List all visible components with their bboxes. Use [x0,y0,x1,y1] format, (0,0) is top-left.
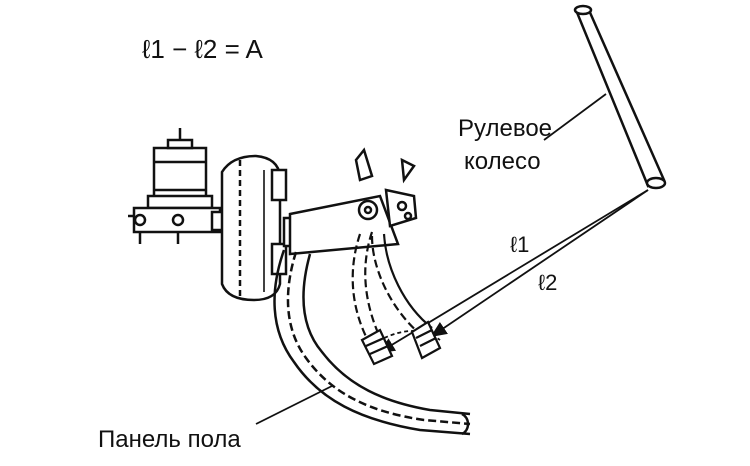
second-pedal [370,233,442,360]
steering-wheel-label-line1: Рулевое [458,115,553,142]
l1-label: ℓ1 [510,232,530,257]
steering-wheel-label-line2: колесо [464,148,541,175]
master-cylinder [128,128,230,244]
steering-column [573,4,667,190]
formula-label: ℓ1 − ℓ2 = A [142,34,263,64]
floor-panel-label: Панель пола [98,426,241,453]
steering-wheel-leader [543,93,607,141]
l2-label: ℓ2 [538,270,558,295]
floor-panel-leader [255,385,333,425]
pedal-bracket [288,147,418,256]
brake-pedal [351,231,394,366]
l2-line [430,189,649,338]
floor-panel-outline [273,249,471,436]
